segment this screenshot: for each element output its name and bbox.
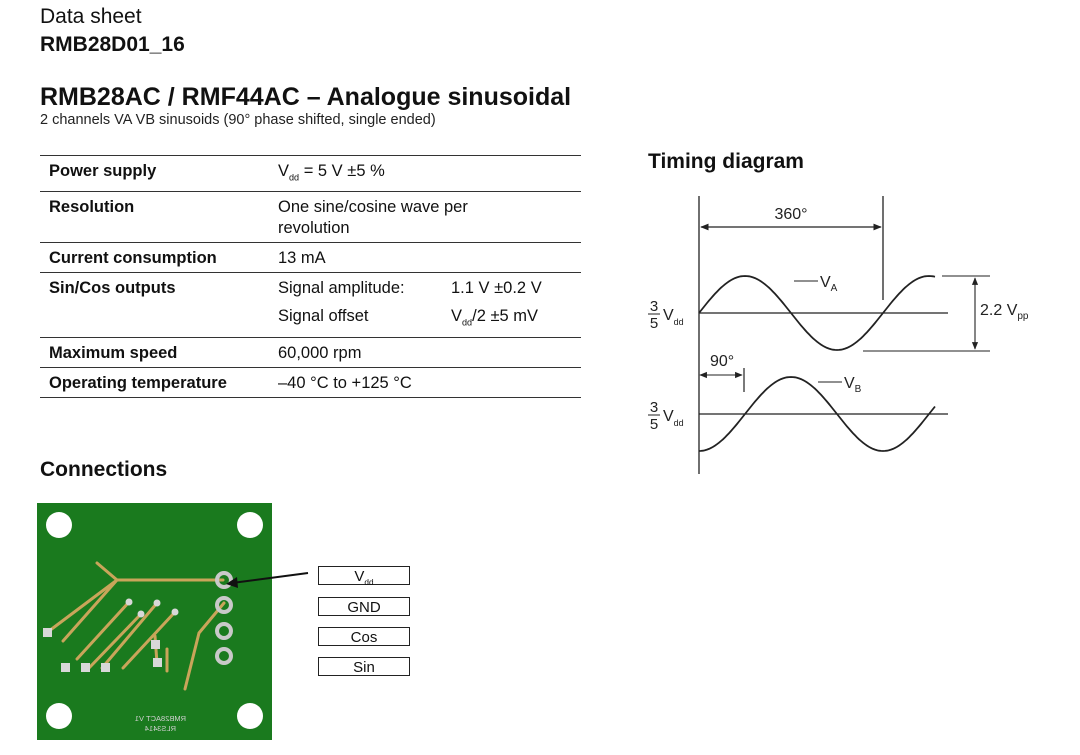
connector-pads xyxy=(215,571,233,665)
mounting-hole xyxy=(237,703,263,729)
pcb-image: RMB28ACT V1 RLS3414 xyxy=(37,503,272,740)
mounting-hole xyxy=(237,512,263,538)
svg-text:5: 5 xyxy=(650,315,658,332)
offset-label: Signal offset xyxy=(278,307,369,326)
svg-text:5: 5 xyxy=(650,416,658,433)
table-row: Maximum speed 60,000 rpm xyxy=(40,337,581,367)
pin-box-cos: Cos xyxy=(318,627,410,646)
table-row: Sin/Cos outputs Signal amplitude: 1.1 V … xyxy=(40,272,581,337)
spec-label-outputs: Sin/Cos outputs xyxy=(49,279,176,298)
smd-pads xyxy=(43,598,179,672)
spec-label-resolution: Resolution xyxy=(49,198,135,217)
pin-box-vdd: Vdd xyxy=(318,566,410,587)
spec-value-temperature: –40 °C to +125 °C xyxy=(278,373,412,392)
amplitude-label: 2.2 Vpp xyxy=(980,302,1029,322)
table-row: Operating temperature –40 °C to +125 °C xyxy=(40,367,581,398)
timing-heading: Timing diagram xyxy=(648,150,804,173)
va-label: VA xyxy=(820,274,838,294)
pin-pointer-arrow xyxy=(226,572,309,588)
amp-value: 1.1 V ±0.2 V xyxy=(451,279,542,298)
table-row: Power supply Vdd = 5 V ±5 % xyxy=(40,155,581,192)
spec-label-speed: Maximum speed xyxy=(49,343,178,362)
spec-value-power: Vdd = 5 V ±5 % xyxy=(278,162,385,183)
main-title: RMB28AC / RMF44AC – Analogue sinusoidal xyxy=(40,83,572,111)
connections-heading: Connections xyxy=(40,458,168,481)
pcb-label-2: RLS3414 xyxy=(145,724,176,733)
pcb-board xyxy=(37,503,272,740)
spec-value-speed: 60,000 rpm xyxy=(278,343,362,362)
vb-ref-label: 3 5 Vdd xyxy=(648,399,684,433)
spec-label-power: Power supply xyxy=(49,162,157,180)
spec-label-current: Current consumption xyxy=(49,249,217,268)
pcb-silkscreen: RMB28ACT V1 RLS3414 xyxy=(135,714,186,733)
subtitle: 2 channels VA VB sinusoids (90° phase sh… xyxy=(40,112,436,128)
doc-type: Data sheet xyxy=(40,5,142,28)
mounting-hole xyxy=(46,512,72,538)
pin-box-gnd: GND xyxy=(318,597,410,616)
spec-table: Power supply Vdd = 5 V ±5 % Resolution O… xyxy=(40,155,581,398)
spec-value-outputs: Signal amplitude: 1.1 V ±0.2 V Signal of… xyxy=(278,273,581,337)
timing-diagram: 360° VA 2.2 Vpp 3 5 Vdd 3 5 Vdd 90° VB xyxy=(648,196,1029,474)
vb-waveform xyxy=(698,376,936,452)
amp-label: Signal amplitude: xyxy=(278,279,405,298)
svg-text:Vdd: Vdd xyxy=(663,307,684,327)
offset-value: Vdd/2 ±5 mV xyxy=(451,307,539,328)
spec-label-temperature: Operating temperature xyxy=(49,373,227,392)
phase-label: 90° xyxy=(710,353,734,370)
pcb-label-1: RMB28ACT V1 xyxy=(135,714,186,723)
spec-value-current: 13 mA xyxy=(278,249,326,268)
pin-box-sin: Sin xyxy=(318,657,410,676)
pcb-traces xyxy=(47,561,226,691)
svg-text:3: 3 xyxy=(650,298,658,315)
doc-id: RMB28D01_16 xyxy=(40,33,185,56)
period-label: 360° xyxy=(774,206,807,223)
mounting-hole xyxy=(46,703,72,729)
svg-text:3: 3 xyxy=(650,399,658,416)
vb-label: VB xyxy=(844,375,862,395)
table-row: Current consumption 13 mA xyxy=(40,242,581,273)
svg-text:Vdd: Vdd xyxy=(663,408,684,428)
va-waveform xyxy=(698,275,936,351)
va-ref-label: 3 5 Vdd xyxy=(648,298,684,332)
